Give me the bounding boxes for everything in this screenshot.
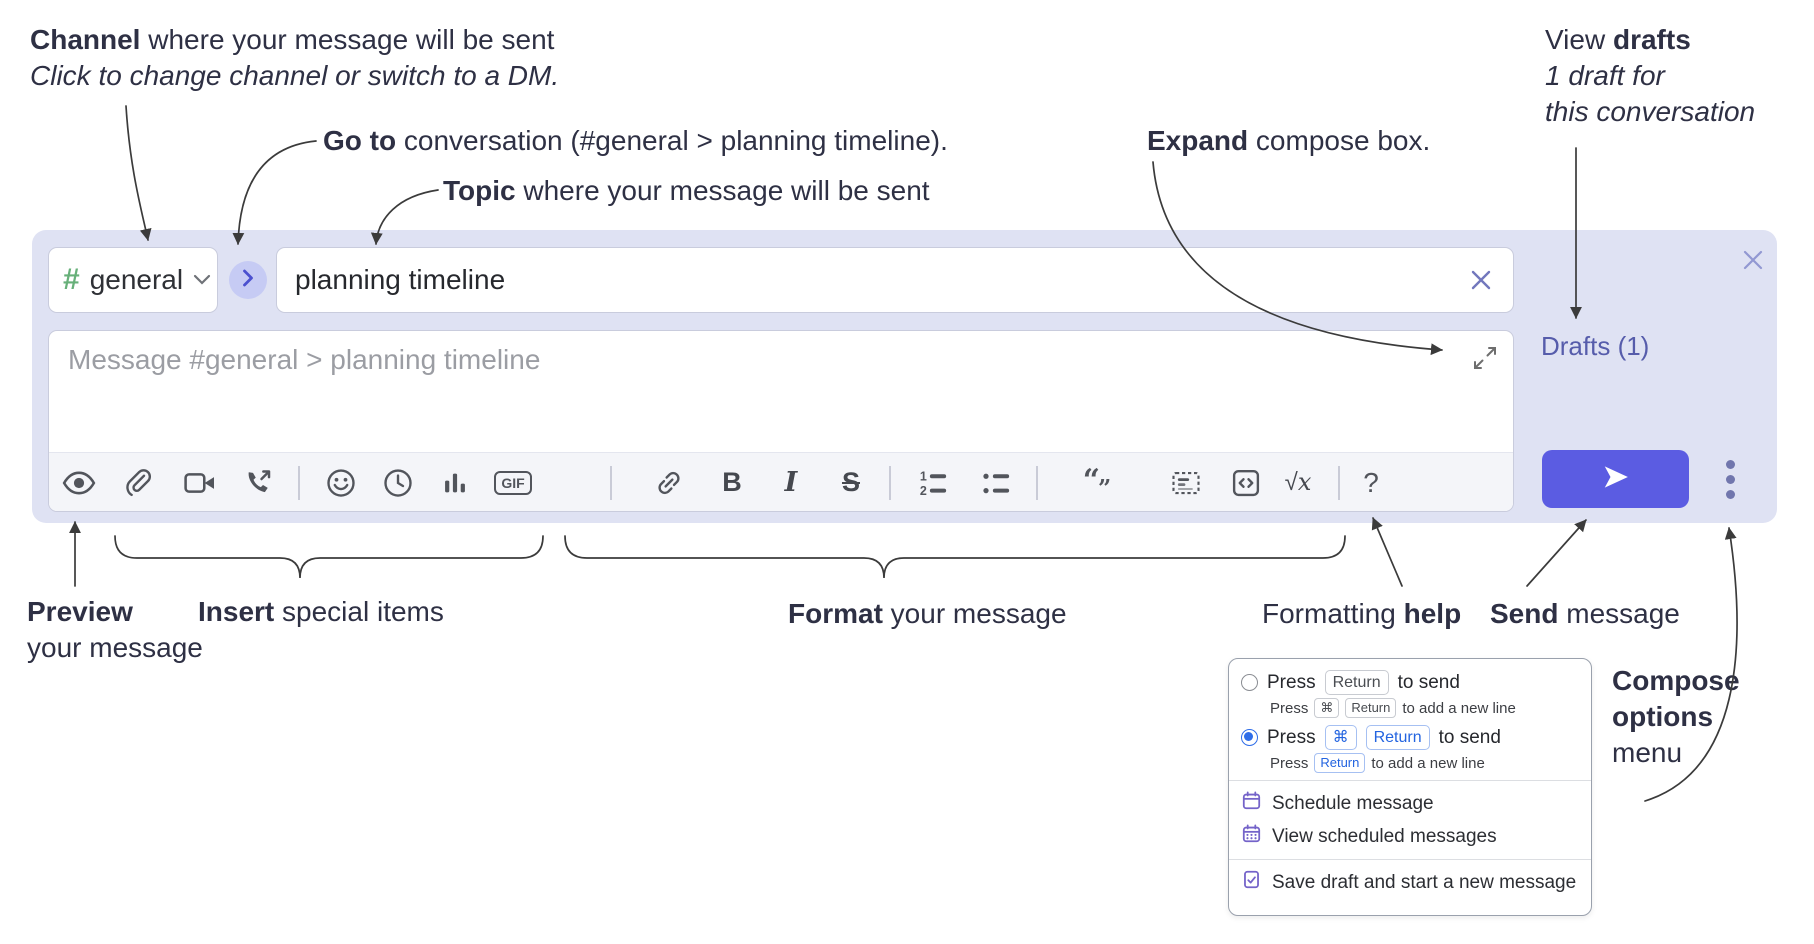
topic-annotation: Topic where your message will be sent [443, 175, 930, 206]
quote-icon[interactable]: “” [1082, 462, 1112, 502]
svg-text:1: 1 [920, 469, 927, 483]
math-icon[interactable]: √x [1284, 468, 1312, 496]
radio-selected[interactable] [1241, 729, 1258, 746]
add-gif-icon[interactable]: GIF [491, 461, 535, 505]
insert-annotation: Insert special items [198, 596, 444, 627]
channel-name: general [89, 264, 184, 295]
chevron-right-icon [239, 268, 257, 293]
return-key: Return [1324, 670, 1389, 695]
toolbar-divider [1338, 465, 1340, 500]
channel-selector[interactable]: # general [48, 247, 218, 313]
link-icon[interactable] [647, 461, 691, 505]
channel-hash-icon: # [63, 263, 80, 296]
drafts-link[interactable]: Drafts (1) [1541, 331, 1650, 361]
cmd-enter-sends-subtext: Press Return to add a new line [1270, 753, 1485, 773]
toolbar-divider [889, 465, 891, 500]
send-message-annotation: Send message [1490, 598, 1680, 629]
spoiler-icon[interactable] [1164, 461, 1208, 505]
message-box: GIF B I S 12 “” [48, 330, 1514, 512]
close-compose-icon[interactable] [1737, 244, 1769, 276]
topic-input[interactable] [277, 248, 1513, 312]
return-key: Return [1345, 698, 1397, 718]
compose-options-popup: Press Return to send Press ⌘ Return to a… [1228, 658, 1592, 916]
clear-topic-icon[interactable] [1465, 264, 1497, 296]
expand-compose-icon[interactable] [1471, 344, 1499, 372]
toolbar-divider [298, 465, 300, 500]
menu-divider [1229, 780, 1591, 781]
radio-unselected[interactable] [1241, 674, 1258, 691]
topic-input-wrapper [276, 247, 1514, 313]
toolbar-divider [1036, 465, 1038, 500]
svg-text:2: 2 [920, 483, 927, 497]
compose-box: # general [32, 230, 1777, 523]
goto-annotation: Go to conversation (#general > planning … [323, 125, 948, 156]
view-scheduled-messages-item[interactable]: View scheduled messages [1241, 820, 1579, 853]
preview-annotation: Preview your message [27, 596, 203, 663]
compose-options-annotation: Compose options menu [1612, 665, 1740, 768]
cmd-key: ⌘ [1324, 725, 1357, 750]
start-video-call-icon[interactable] [178, 461, 222, 505]
expand-annotation: Expand compose box. [1147, 125, 1431, 156]
italic-icon[interactable]: I [784, 467, 798, 498]
chevron-down-icon [193, 274, 211, 286]
document-check-icon [1242, 870, 1261, 895]
attach-file-icon[interactable] [116, 461, 160, 505]
message-textarea[interactable] [49, 331, 1513, 449]
emoji-icon[interactable] [319, 461, 363, 505]
bold-icon[interactable]: B [722, 467, 742, 497]
schedule-message-item[interactable]: Schedule message [1241, 787, 1579, 820]
menu-divider [1229, 859, 1591, 860]
formatting-help-annotation: Formatting help [1262, 598, 1462, 629]
channel-annotation: Channel where your message will be sent … [30, 24, 560, 91]
go-to-conversation-button[interactable] [229, 261, 267, 299]
add-global-time-icon[interactable] [376, 461, 420, 505]
code-icon[interactable] [1224, 461, 1268, 505]
enter-sends-option[interactable]: Press Return to send [1241, 670, 1579, 695]
return-key: Return [1314, 753, 1366, 773]
add-poll-icon[interactable] [433, 461, 477, 505]
preview-icon[interactable] [57, 461, 101, 505]
cmd-key: ⌘ [1314, 698, 1340, 718]
return-key: Return [1365, 725, 1430, 750]
cmd-enter-sends-option[interactable]: Press ⌘ Return to send [1241, 725, 1579, 750]
save-draft-item[interactable]: Save draft and start a new message [1241, 866, 1579, 899]
start-voice-call-icon[interactable] [236, 461, 280, 505]
message-formatting-help-icon[interactable]: ? [1363, 466, 1379, 498]
calendar-grid-icon [1242, 824, 1261, 849]
calendar-icon [1242, 791, 1261, 816]
strikethrough-icon[interactable]: S [841, 467, 860, 497]
bulleted-list-icon[interactable] [974, 461, 1018, 505]
format-annotation: Format your message [788, 598, 1067, 629]
compose-options-menu-icon[interactable] [1710, 456, 1750, 502]
toolbar-divider [610, 465, 612, 500]
enter-sends-subtext: Press ⌘ Return to add a new line [1270, 698, 1516, 718]
view-drafts-annotation: View drafts 1 draft for this conversatio… [1545, 24, 1756, 127]
send-icon [1601, 462, 1631, 497]
gif-label: GIF [494, 470, 532, 495]
send-button[interactable] [1542, 450, 1689, 508]
